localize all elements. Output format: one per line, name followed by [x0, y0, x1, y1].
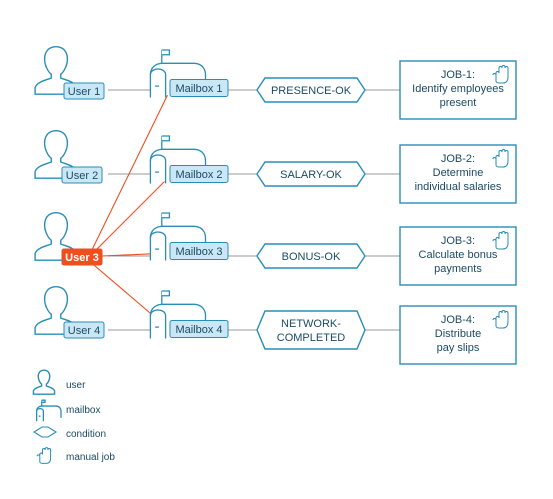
mailbox-flag	[161, 290, 171, 297]
job-label: JOB-2:	[441, 153, 475, 165]
condition-shape	[256, 77, 366, 103]
connectors	[87, 89, 400, 331]
user-icon	[34, 45, 78, 95]
nodes: User 1 User 2 User 3 User 4 Mailbox 1 Mailbox…	[34, 45, 517, 365]
user-body	[32, 369, 56, 395]
user-label-box	[63, 321, 105, 339]
mailbox-door	[149, 309, 167, 339]
condition-label: BONUS-OK	[282, 251, 341, 263]
hand-shape	[492, 65, 509, 84]
job-box	[399, 226, 517, 286]
mailbox-flag	[161, 212, 171, 219]
mailbox-flag	[161, 49, 171, 56]
job-label: payments	[434, 263, 482, 275]
legend-label: user	[66, 380, 86, 391]
user-body	[34, 129, 78, 179]
hand-icon	[492, 231, 509, 250]
mailbox-door	[149, 231, 167, 261]
job-label: JOB-4:	[441, 314, 475, 326]
job-label: Identify employees	[412, 83, 504, 95]
mailbox-label: Mailbox 4	[175, 324, 222, 336]
user-icon	[34, 129, 78, 179]
mailbox-door	[149, 154, 167, 184]
user-label-box	[61, 166, 103, 184]
condition-shape	[256, 243, 366, 269]
legend-label: condition	[66, 429, 106, 440]
user-label: User 4	[68, 325, 100, 337]
condition-shape	[256, 310, 366, 350]
legend: user mailbox condition manual job	[32, 369, 115, 464]
mailbox-label-box	[169, 165, 229, 183]
user-label-box	[61, 248, 103, 266]
job-label: individual salaries	[415, 181, 502, 193]
job-box	[399, 60, 517, 120]
hand-shape	[36, 447, 52, 464]
job-box	[399, 305, 517, 365]
mailbox-icon	[35, 399, 62, 422]
condition-shape	[256, 161, 366, 187]
hand-icon	[492, 149, 509, 168]
mailbox-flag	[161, 135, 171, 142]
hand-icon	[492, 65, 509, 84]
highlight-connector	[87, 175, 171, 259]
user-label: User 2	[66, 170, 98, 182]
user-label-box	[63, 82, 105, 100]
user-body	[34, 45, 78, 95]
condition-label: COMPLETED	[277, 332, 346, 344]
job-label: Calculate bonus	[419, 249, 498, 261]
user-label: User 1	[68, 86, 100, 98]
job-label: JOB-3:	[441, 235, 475, 247]
condition-icon	[32, 426, 58, 438]
mailbox-flag	[41, 399, 46, 403]
job-label: present	[440, 97, 477, 109]
mailbox-door	[149, 68, 167, 98]
hand-shape	[492, 149, 509, 168]
mailbox-label-box	[169, 242, 229, 260]
hand-shape	[492, 231, 509, 250]
mailbox-label-box	[169, 320, 229, 338]
mailbox-label: Mailbox 2	[175, 169, 222, 181]
hand-icon	[36, 447, 52, 464]
hand-shape	[492, 310, 509, 329]
user-body	[34, 211, 78, 261]
mailbox-label-box	[169, 79, 229, 97]
mailbox-label: Mailbox 1	[175, 83, 222, 95]
job-label: JOB-1:	[441, 69, 475, 81]
legend-label: mailbox	[66, 405, 100, 416]
job-label: Determine	[433, 167, 484, 179]
user-icon	[32, 369, 56, 395]
condition-label: SALARY-OK	[280, 169, 342, 181]
user-icon	[34, 211, 78, 261]
condition-label: NETWORK-	[281, 318, 341, 330]
job-box	[399, 144, 517, 204]
job-label: pay slips	[437, 342, 480, 354]
job-label: Distribute	[435, 328, 481, 340]
condition-label: PRESENCE-OK	[271, 85, 352, 97]
mailbox-door	[35, 407, 45, 422]
mailbox-label: Mailbox 3	[175, 246, 222, 258]
legend-label: manual job	[66, 452, 115, 463]
highlight-connector	[87, 89, 171, 259]
hand-icon	[492, 310, 509, 329]
user-label: User 3	[65, 252, 99, 264]
